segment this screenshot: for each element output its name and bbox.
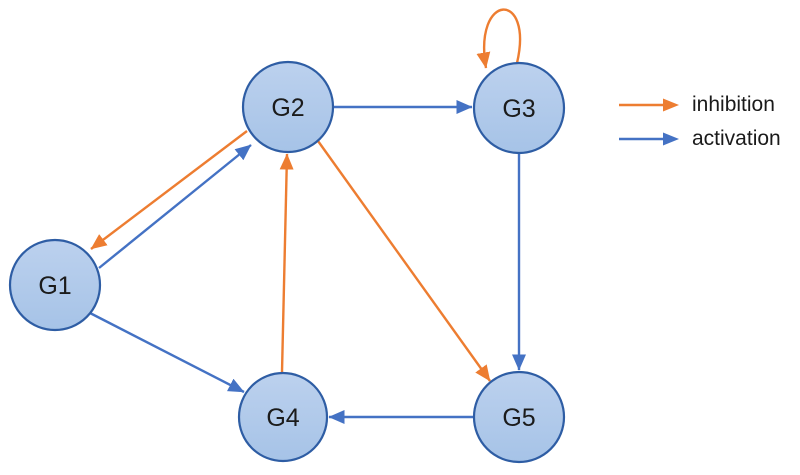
- node-circle-G2: [241, 60, 335, 154]
- legend-item-activation: activation: [618, 126, 781, 152]
- node-circle-G1: [8, 238, 102, 332]
- node-label-G3: G3: [502, 95, 535, 123]
- legend-label-inhibition: inhibition: [692, 93, 775, 116]
- legend-label-activation: activation: [692, 127, 781, 150]
- node-label-G1: G1: [38, 272, 71, 300]
- node-label-G2: G2: [271, 94, 304, 122]
- node-circle-G3: [472, 61, 566, 155]
- edge-G3-G3-inhibition: [476, 8, 522, 69]
- legend: inhibition activation: [618, 92, 781, 152]
- legend-item-inhibition: inhibition: [618, 92, 781, 118]
- edge-G2-G1-inhibition: [90, 130, 248, 250]
- edge-G2-G5-inhibition: [317, 140, 491, 382]
- node-label-G4: G4: [266, 404, 299, 432]
- node-G2: G2: [241, 60, 335, 154]
- node-circle-G5: [472, 370, 566, 464]
- node-circle-G4: [237, 371, 329, 463]
- edge-G4-G2-inhibition: [279, 153, 294, 373]
- activation-arrow-icon: [619, 132, 679, 146]
- edge-G1-G2-activation: [98, 144, 252, 269]
- node-G1: G1: [8, 238, 102, 332]
- edges-layer: [89, 8, 526, 424]
- node-label-G5: G5: [502, 404, 535, 432]
- node-G5: G5: [472, 370, 566, 464]
- node-G4: G4: [237, 371, 329, 463]
- inhibition-arrow-icon: [619, 98, 679, 112]
- node-G3: G3: [472, 61, 566, 155]
- edge-G1-G4-activation: [89, 311, 245, 394]
